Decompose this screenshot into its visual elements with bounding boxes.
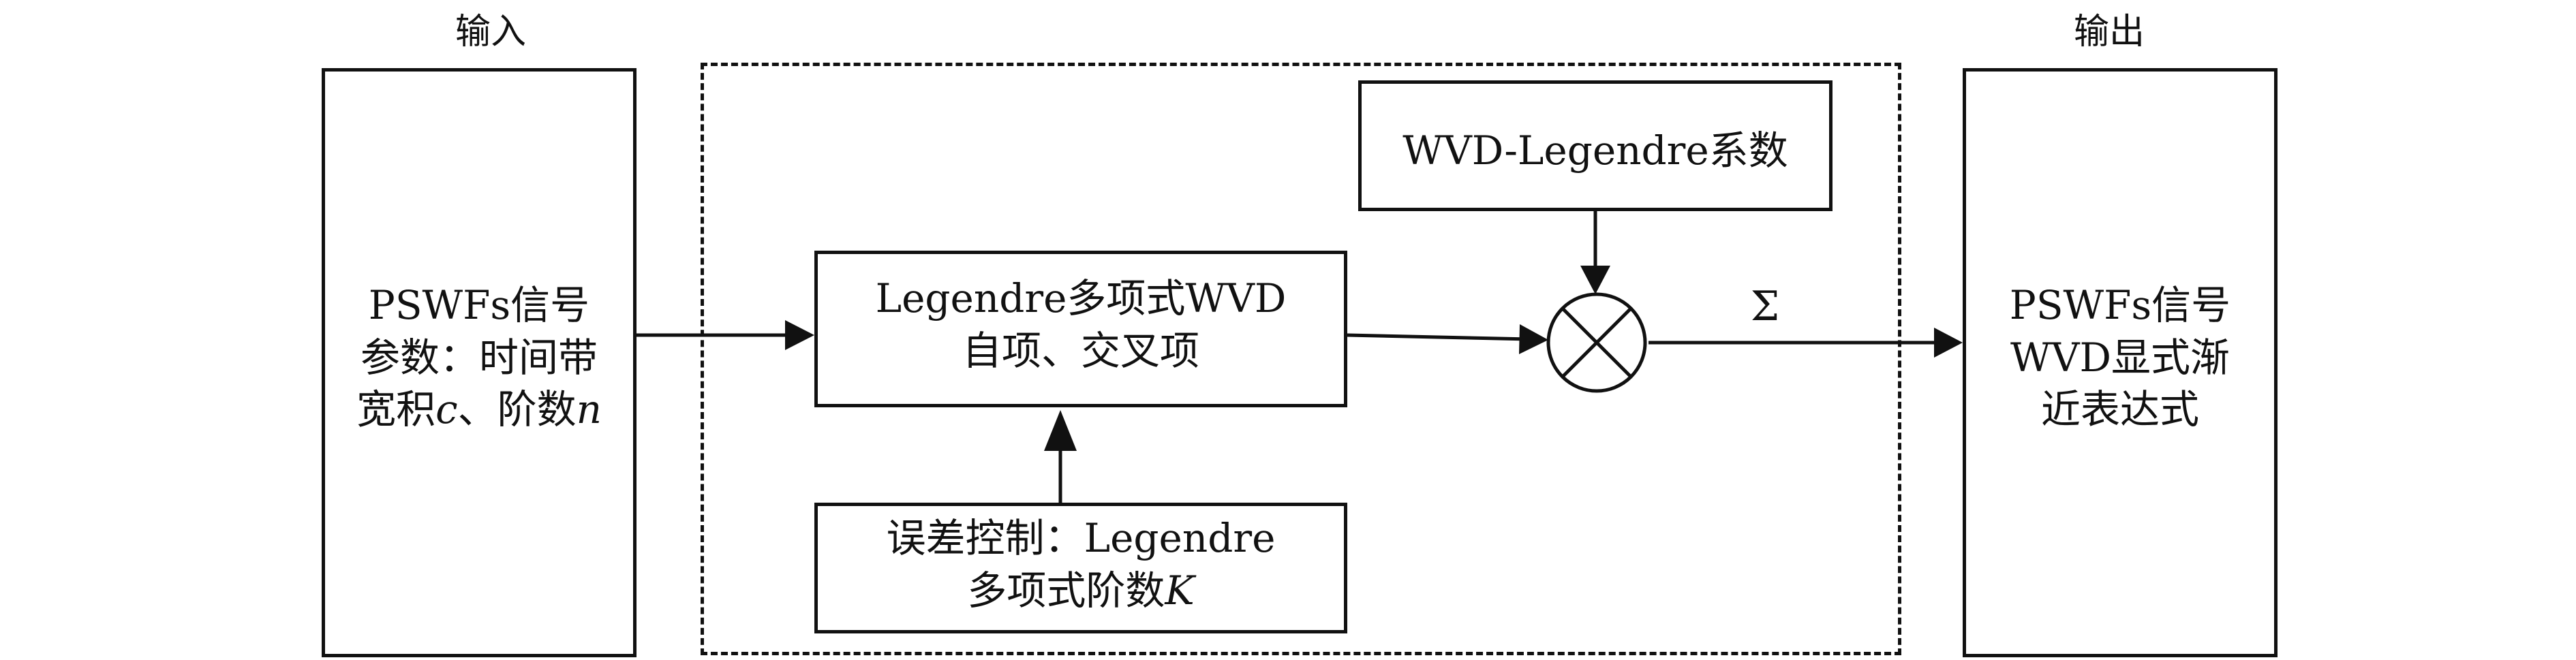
wvd-poly-box [814,251,1347,407]
output-title: 输出 [2073,12,2145,52]
output-line-3: 近表达式 [2040,386,2199,433]
input-box [322,68,637,657]
error-text: 误差控制：Legendre 多项式阶数K [814,512,1347,616]
wvd-to-multiplier-line [1347,333,1531,341]
processing-region [701,63,1901,655]
coef-box [1358,80,1833,211]
output-box-text: PSWFs信号 WVD显式渐 近表达式 [1963,279,2278,436]
sum-label: Σ [1750,283,1780,330]
arrowhead-into-wvd [785,320,814,350]
coef-text: WVD-Legendre系数 [1402,127,1788,174]
input-var-c: c [435,386,458,433]
error-line-2-prefix: 多项式阶数 [967,567,1165,614]
output-box [1963,68,2278,657]
output-line-2: WVD显式渐 [2010,334,2230,381]
wvd-poly-line-1: Legendre多项式WVD [875,275,1287,321]
input-var-n: n [576,386,602,433]
error-box [814,503,1347,633]
arrowhead-into-multiplier-top [1580,266,1610,294]
error-line-1: 误差控制：Legendre [886,515,1276,561]
input-line-3-prefix: 宽积 [356,386,436,433]
arrowhead-into-output [1934,328,1963,358]
input-line-3-mid: 、阶数 [457,386,577,433]
error-line-2: 多项式阶数K [814,565,1347,617]
wvd-poly-line-2: 自项、交叉项 [962,327,1199,374]
input-line-3: 宽积c、阶数n [322,383,637,436]
multiplier-cross-b [1561,307,1632,378]
error-var-k: K [1165,567,1195,614]
input-line-1: PSWFs信号 [368,282,590,328]
input-title: 输入 [455,12,526,52]
input-line-2: 参数：时间带 [360,334,598,381]
wvd-poly-text: Legendre多项式WVD 自项、交叉项 [814,272,1347,377]
input-box-text: PSWFs信号 参数：时间带 宽积c、阶数n [322,279,637,436]
arrowhead-into-multiplier-left [1519,324,1548,354]
output-line-1: PSWFs信号 [2009,282,2231,328]
arrowhead-into-wvd-bottom [1044,410,1077,451]
